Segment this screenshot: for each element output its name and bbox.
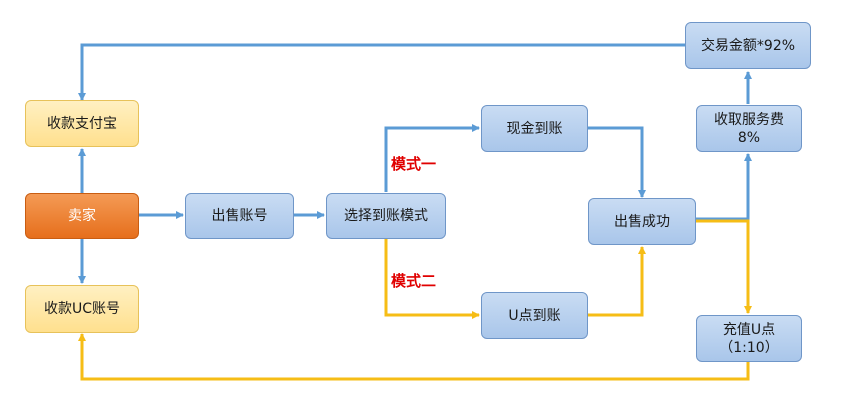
- recharge-label: 充值U点: [722, 321, 776, 338]
- mode-two-label: 模式二: [391, 272, 437, 290]
- sold-label: 出售成功: [614, 213, 670, 230]
- arrow-sold-to-fee: [696, 153, 752, 221]
- amount-label: 交易金额*92%: [700, 37, 796, 54]
- seller-node: 卖家: [25, 193, 139, 239]
- service-fee-node: 收取服务费 8%: [696, 105, 802, 152]
- arrow-sold-to-recharge: [696, 219, 752, 314]
- cash-node: 现金到账: [481, 105, 588, 152]
- arrow-recharge-to-uc: [78, 333, 750, 381]
- alipay-account-label: 收款支付宝: [47, 115, 117, 132]
- recharge-ratio: （1:10）: [719, 339, 779, 356]
- cash-label: 现金到账: [506, 120, 563, 137]
- uc-account-node: 收款UC账号: [25, 285, 139, 333]
- recharge-node: 充值U点 （1:10）: [696, 315, 802, 362]
- sold-node: 出售成功: [588, 198, 696, 245]
- amount-node: 交易金额*92%: [685, 22, 811, 69]
- arrow-upoint-to-sold: [588, 246, 646, 317]
- arrow-mode1-to-cash: [384, 124, 480, 192]
- arrow-mode2-to-upoint: [384, 239, 480, 319]
- alipay-account-node: 收款支付宝: [25, 100, 139, 147]
- mode-one-label: 模式一: [391, 155, 437, 173]
- arrow-amount-to-alipay: [78, 43, 685, 101]
- sell-account-node: 出售账号: [185, 193, 294, 239]
- choose-mode-node: 选择到账模式: [326, 193, 446, 239]
- upoint-node: U点到账: [481, 292, 588, 339]
- upoint-label: U点到账: [508, 307, 561, 324]
- service-fee-label: 收取服务费: [714, 111, 784, 128]
- arrow-cash-to-sold: [588, 126, 646, 198]
- service-fee-rate: 8%: [737, 129, 761, 146]
- choose-mode-label: 选择到账模式: [344, 208, 428, 224]
- sell-account-label: 出售账号: [211, 208, 268, 224]
- uc-account-label: 收款UC账号: [43, 301, 121, 317]
- seller-label: 卖家: [68, 208, 96, 224]
